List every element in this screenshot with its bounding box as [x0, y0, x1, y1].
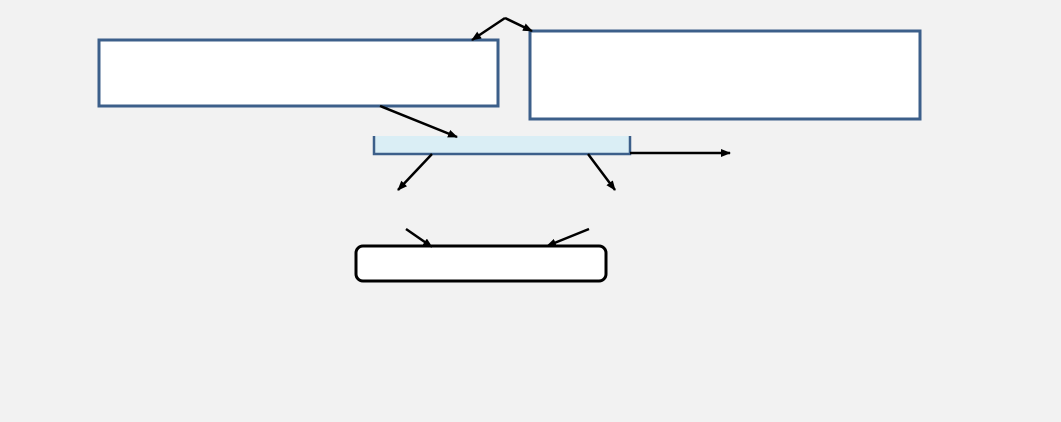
bottom-box: [354, 244, 608, 283]
arrow-left-box-to-middle: [379, 104, 458, 139]
arrow-into-bottom-left: [405, 227, 433, 249]
top-right-box-shape: [528, 29, 922, 121]
arrow-middle-down-right: [587, 153, 616, 191]
middle-box-fill: [374, 136, 630, 154]
top-right-box: [528, 29, 922, 121]
bottom-box-shape: [354, 244, 608, 283]
top-left-box: [97, 38, 500, 108]
arrow-top-to-right-box: [504, 16, 533, 33]
arrow-middle-down-left: [397, 153, 433, 191]
top-left-box-shape: [97, 38, 500, 108]
arrow-into-bottom-right: [546, 227, 590, 248]
arrow-top-to-left-box: [471, 16, 506, 42]
middle-box-border: [372, 136, 632, 156]
middle-box: [372, 136, 632, 156]
